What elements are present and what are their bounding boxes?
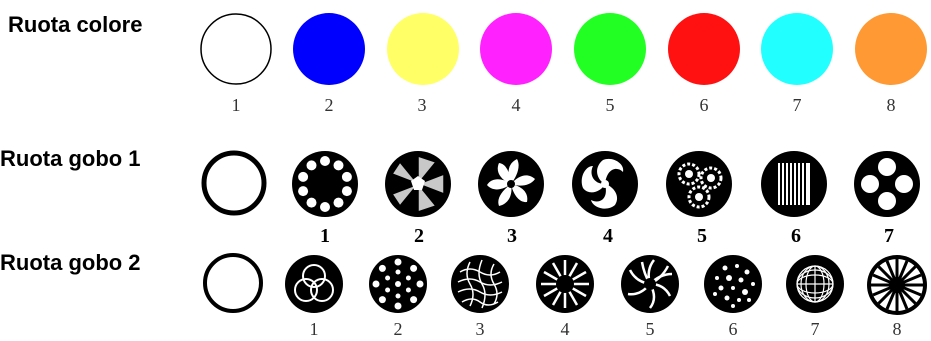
bubble-cluster-gobo-icon	[665, 150, 733, 218]
gobo1-number-5: 5	[682, 225, 722, 248]
gobo1-number-7: 7	[869, 225, 909, 248]
gobo-wheel-2-label: Ruota gobo 2	[0, 250, 141, 276]
magenta-circle-icon	[479, 12, 553, 86]
color-number-2: 2	[309, 95, 349, 116]
color-item-6	[667, 12, 741, 86]
color-item-1	[199, 12, 273, 86]
gobo2-number-8: 8	[877, 319, 917, 340]
concentric-dots-gobo-icon	[368, 254, 428, 314]
blue-circle-icon	[292, 12, 366, 86]
red-circle-icon	[667, 12, 741, 86]
gobo1-item-open	[200, 149, 268, 217]
color-item-4	[479, 12, 553, 86]
gobo1-item-1	[291, 150, 359, 218]
gobo2-item-7	[785, 254, 845, 314]
pinwheel-gobo-icon	[477, 150, 545, 218]
color-number-4: 4	[496, 95, 536, 116]
color-number-7: 7	[777, 95, 817, 116]
color-item-8	[854, 12, 931, 86]
gobo1-number-2: 2	[399, 225, 439, 248]
vertical-bars-gobo-icon	[760, 150, 828, 218]
globe-grid-gobo-icon	[785, 254, 845, 314]
cyan-circle-icon	[760, 12, 834, 86]
color-number-3: 3	[402, 95, 442, 116]
gobo2-item-2	[368, 254, 428, 314]
color-number-5: 5	[590, 95, 630, 116]
gobo1-item-7	[853, 150, 921, 218]
dot-ring-gobo-icon	[291, 150, 359, 218]
triple-swirl-gobo-icon	[571, 150, 639, 218]
gobo2-number-1: 1	[294, 319, 334, 340]
gobo2-item-open	[201, 251, 265, 315]
gobo2-item-8	[866, 254, 928, 316]
color-number-6: 6	[684, 95, 724, 116]
gobo1-item-2	[384, 150, 452, 218]
gobo2-item-1	[284, 254, 344, 314]
orange-circle-icon	[854, 12, 931, 86]
color-item-5	[573, 12, 647, 86]
gobo1-item-4	[571, 150, 639, 218]
gobo2-number-6: 6	[713, 319, 753, 340]
green-circle-icon	[573, 12, 647, 86]
gobo-wheel-1-label: Ruota gobo 1	[0, 146, 141, 172]
color-item-3	[386, 12, 460, 86]
gobo2-number-3: 3	[460, 319, 500, 340]
gobo2-item-4	[535, 254, 595, 314]
interlocking-rings-gobo-icon	[284, 254, 344, 314]
four-dots-gobo-icon	[853, 150, 921, 218]
yellow-circle-icon	[386, 12, 460, 86]
gobo2-number-2: 2	[378, 319, 418, 340]
open-gobo-icon	[200, 149, 268, 217]
color-item-7	[760, 12, 834, 86]
spiral-gobo-icon	[620, 254, 680, 314]
color-number-8: 8	[871, 95, 911, 116]
color-wheel-label: Ruota colore	[8, 12, 142, 38]
gobo1-number-1: 1	[305, 225, 345, 248]
open-white-circle-icon	[199, 12, 273, 86]
gobo2-item-3	[450, 254, 510, 314]
gobo2-number-4: 4	[545, 319, 585, 340]
gobo1-number-4: 4	[588, 225, 628, 248]
gobo1-item-3	[477, 150, 545, 218]
burst-gobo-icon	[535, 254, 595, 314]
gobo1-number-6: 6	[776, 225, 816, 248]
scattered-dots-gobo-icon	[703, 254, 763, 314]
gobo2-number-5: 5	[630, 319, 670, 340]
wavy-grid-gobo-icon	[450, 254, 510, 314]
color-number-1: 1	[216, 95, 256, 116]
gobo2-item-6	[703, 254, 763, 314]
shutter-gobo-icon	[384, 150, 452, 218]
open-gobo-icon	[201, 251, 265, 315]
radial-spokes-gobo-icon	[866, 254, 928, 316]
gobo1-number-3: 3	[492, 225, 532, 248]
gobo2-item-5	[620, 254, 680, 314]
gobo1-item-5	[665, 150, 733, 218]
gobo2-number-7: 7	[795, 319, 835, 340]
gobo1-item-6	[760, 150, 828, 218]
color-item-2	[292, 12, 366, 86]
